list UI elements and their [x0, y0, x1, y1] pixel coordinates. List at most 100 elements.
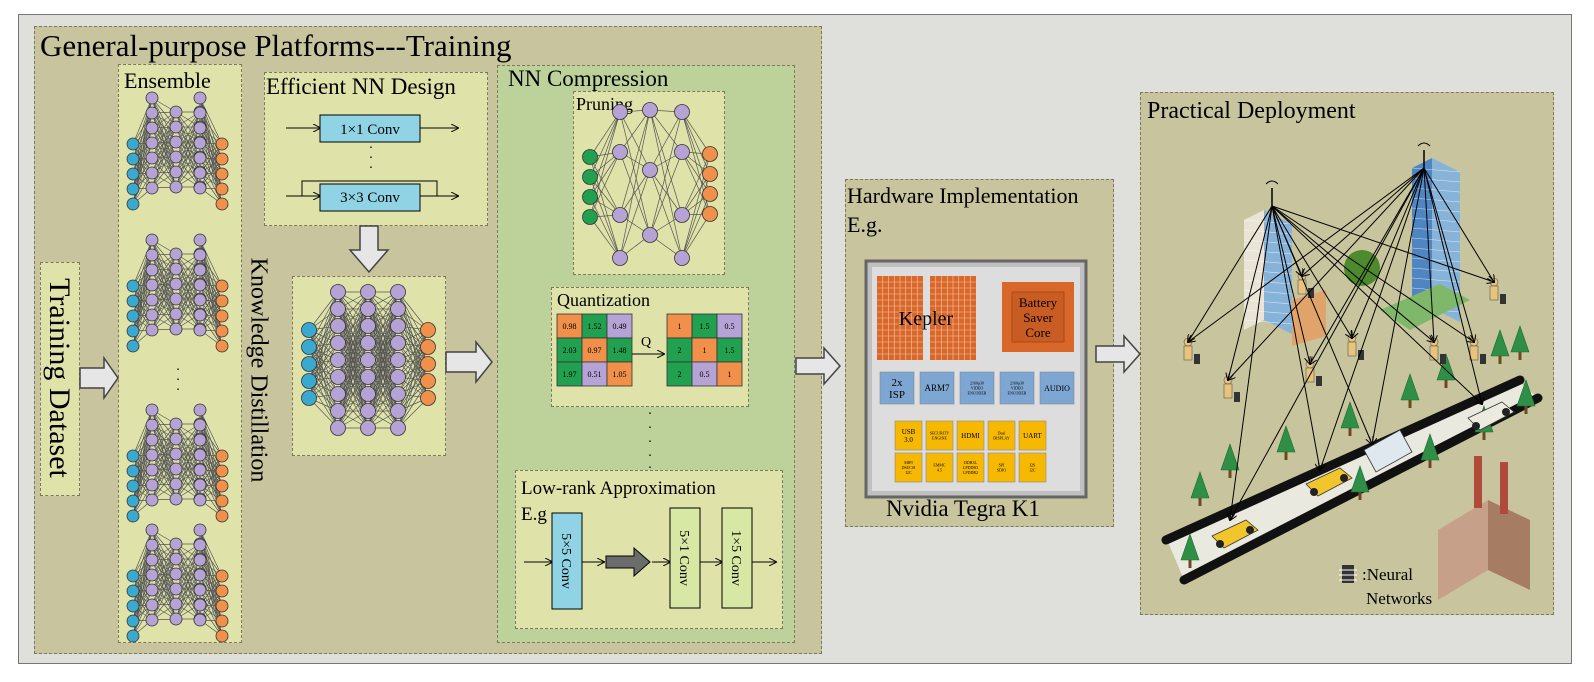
neuron: [420, 339, 436, 355]
neuron: [126, 599, 140, 613]
neuron: [301, 390, 317, 406]
neuron: [193, 263, 207, 277]
hardware-label-2: E.g.: [847, 212, 883, 237]
svg-text:3.0: 3.0: [904, 436, 913, 444]
neuron: [169, 492, 183, 506]
arm-block: ARM7: [919, 371, 955, 405]
neuron: [126, 137, 140, 151]
matrix-cell-value: 1: [728, 370, 732, 379]
neuron: [301, 356, 317, 372]
efficient-design: [286, 114, 458, 212]
svg-text:2160p30: 2160p30: [970, 380, 984, 385]
person-icon: [1223, 375, 1240, 402]
ensemble-dot: .: [176, 359, 180, 374]
svg-text:VIDEO: VIDEO: [1011, 385, 1024, 390]
neuron: [702, 206, 718, 222]
lowrank-eg: E.g: [521, 504, 547, 525]
compression-dot: .: [648, 403, 652, 418]
neuron: [674, 207, 690, 223]
neuron: [702, 186, 718, 202]
neuron: [126, 309, 140, 323]
efficient-ellipsis: . . .: [369, 137, 373, 172]
neuron: [330, 318, 346, 334]
tegra-chip: 2xISPARM72160p30VIDEOENCODER2160p30VIDEO…: [864, 259, 1088, 499]
neuron: [145, 433, 159, 447]
tegra-caption: Nvidia Tegra K1: [886, 496, 1040, 521]
bus: [1363, 429, 1413, 473]
tree: [1220, 443, 1240, 478]
neuron: [193, 278, 207, 292]
neuron: [126, 479, 140, 493]
neuron: [390, 403, 406, 419]
compression-dot: .: [648, 431, 652, 446]
neuron: [145, 478, 159, 492]
neuron: [169, 292, 183, 306]
tree: [1400, 373, 1420, 408]
conv-5x1-label: 5×1 Conv: [676, 530, 691, 586]
svg-text:LPDDR3: LPDDR3: [963, 465, 978, 470]
neuron: [390, 386, 406, 402]
neuron: [215, 167, 229, 181]
neuron: [390, 369, 406, 385]
person-icon: [1183, 337, 1200, 364]
office-annex: [1292, 290, 1326, 346]
svg-text:I2C: I2C: [1030, 467, 1036, 472]
conv-1x5-box: [721, 507, 753, 609]
neuron: [126, 584, 140, 598]
svg-text:SPI: SPI: [999, 462, 1005, 467]
neuron: [193, 91, 207, 105]
neuron: [215, 309, 229, 323]
neuron: [193, 248, 207, 262]
matrix-cell-value: 1: [678, 322, 682, 331]
neuron: [420, 390, 436, 406]
neuron: [612, 104, 628, 120]
neuron: [145, 553, 159, 567]
factory: [1438, 456, 1530, 600]
neuron: [193, 308, 207, 322]
neuron: [674, 250, 690, 266]
neuron: [169, 135, 183, 149]
svg-text:DDR3L: DDR3L: [964, 460, 977, 465]
lowrank-arrow: [605, 546, 651, 578]
kepler-grid: [877, 276, 976, 360]
road: [1168, 382, 1538, 580]
arrow-dataset-ensemble: [79, 355, 119, 401]
neuron: [390, 352, 406, 368]
neuron: [193, 151, 207, 165]
neural-network-icon: [1339, 565, 1357, 583]
neuron: [145, 523, 159, 537]
neuron: [360, 369, 376, 385]
neuron: [126, 197, 140, 211]
neuron: [215, 464, 229, 478]
neuron: [193, 121, 207, 135]
svg-text:ENCODER: ENCODER: [1008, 390, 1027, 395]
matrix-cell-value: 0.51: [588, 370, 602, 379]
neuron: [169, 277, 183, 291]
neuron: [330, 335, 346, 351]
neuron: [330, 403, 346, 419]
matrix-cell-value: 0.5: [725, 322, 735, 331]
neuron: [420, 356, 436, 372]
neuron: [215, 509, 229, 523]
neuron: [169, 307, 183, 321]
svg-text:MIPI: MIPI: [904, 460, 913, 465]
svg-text:2160p30: 2160p30: [1010, 380, 1024, 385]
neuron: [145, 598, 159, 612]
ensemble-label: Ensemble: [124, 68, 211, 93]
neuron: [360, 420, 376, 436]
neuron: [390, 284, 406, 300]
office-building: [1243, 210, 1293, 334]
neuron: [169, 322, 183, 336]
neuron: [169, 150, 183, 164]
conv-1x1-box: [319, 114, 421, 143]
neuron: [215, 569, 229, 583]
svg-text:SDIO: SDIO: [997, 467, 1006, 472]
matrix-cell-value: 0.98: [563, 322, 577, 331]
person-icon: [1297, 271, 1314, 298]
training-title: General-purpose Platforms---Training: [40, 28, 512, 63]
